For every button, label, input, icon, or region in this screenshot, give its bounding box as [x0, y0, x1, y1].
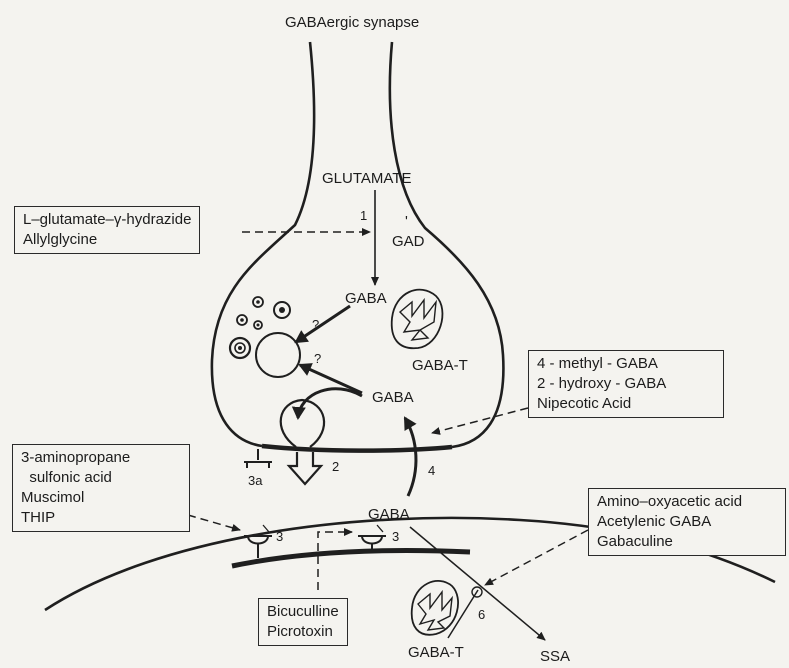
presynaptic-terminal-outline — [212, 42, 314, 446]
vesicle — [256, 300, 260, 304]
gaba-cleft-label: GABA — [368, 506, 410, 524]
presynaptic-membrane — [262, 446, 452, 451]
gaba-release-label: GABA — [372, 389, 414, 407]
box-line: sulfonic acid — [21, 468, 181, 488]
diagram-title: GABAergic synapse — [285, 14, 419, 32]
uptake-inhibitor-dashed-arrow — [432, 408, 528, 433]
gad-enzyme-label: GAD — [392, 233, 425, 251]
step-3-left-label: 3 — [276, 528, 283, 546]
step-3-right-label: 3 — [392, 528, 399, 546]
postsynaptic-receptor-left — [244, 536, 272, 558]
question-mark-1: ? — [312, 316, 319, 334]
box-line: Allylglycine — [23, 230, 191, 250]
step-3a-label: 3a — [248, 472, 262, 490]
reuptake-arrow — [405, 418, 416, 496]
box-line: 4 - methyl - GABA — [537, 354, 715, 374]
transaminase-inhibitor-dashed-arrow — [485, 530, 588, 585]
gaba-t-postsynaptic-label: GABA-T — [408, 644, 464, 662]
tick-mark: ' — [405, 213, 408, 231]
large-vesicle — [256, 333, 300, 377]
mitochondrion-postsynaptic — [412, 581, 458, 635]
box-line: 2 - hydroxy - GABA — [537, 374, 715, 394]
box-line: Amino–oxyacetic acid — [597, 492, 777, 512]
release-open-arrow — [289, 452, 321, 484]
box-line: Gabaculine — [597, 532, 777, 552]
transaminase-inhibitors-box: Amino–oxyacetic acid Acetylenic GABA Gab… — [588, 488, 786, 556]
receptor-tick-left — [263, 525, 269, 532]
receptor-tick-right — [377, 525, 383, 532]
box-line: L–glutamate–γ-hydrazide — [23, 210, 191, 230]
receptor-agonists-box: 3-aminopropane sulfonic acid Muscimol TH… — [12, 444, 190, 532]
box-line: Acetylenic GABA — [597, 512, 777, 532]
vesicle — [257, 324, 260, 327]
vesicle-uptake-arrow-1 — [296, 306, 350, 342]
box-line: Muscimol — [21, 488, 181, 508]
antagonist-dashed-arrow — [318, 532, 352, 590]
agonist-dashed-arrow — [188, 515, 240, 530]
box-line: Picrotoxin — [267, 622, 339, 642]
box-line: Bicuculline — [267, 602, 339, 622]
vesicle — [279, 307, 285, 313]
mitochondrion-presynaptic — [392, 290, 443, 349]
release-curved-arrow — [298, 389, 362, 418]
vesicle — [238, 346, 242, 350]
gaba-t-presynaptic-label: GABA-T — [412, 357, 468, 375]
question-mark-2: ? — [314, 350, 321, 368]
vesicle — [240, 318, 244, 322]
step-2-label: 2 — [332, 458, 339, 476]
gaba-presynaptic-label: GABA — [345, 290, 387, 308]
glutamate-label: GLUTAMATE — [322, 170, 411, 188]
step-1-label: 1 — [360, 207, 367, 225]
box-line: THIP — [21, 508, 181, 528]
autoreceptor — [244, 449, 272, 468]
receptor-antagonists-box: Bicuculline Picrotoxin — [258, 598, 348, 646]
box-line: Nipecotic Acid — [537, 394, 715, 414]
ssa-label: SSA — [540, 648, 570, 666]
step-6-label: 6 — [478, 606, 485, 624]
box-line: 3-aminopropane — [21, 448, 181, 468]
step-4-label: 4 — [428, 462, 435, 480]
uptake-inhibitors-box: 4 - methyl - GABA 2 - hydroxy - GABA Nip… — [528, 350, 724, 418]
postsynaptic-density — [232, 551, 470, 566]
gad-inhibitors-box: L–glutamate–γ-hydrazide Allylglycine — [14, 206, 200, 254]
